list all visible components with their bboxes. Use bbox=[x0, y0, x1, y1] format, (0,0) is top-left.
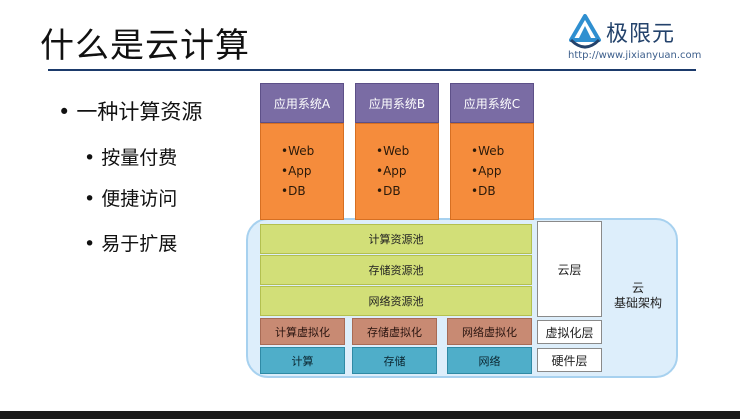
cloud-infrastructure-label: 云 基础架构 bbox=[608, 281, 668, 311]
network-hardware: 网络 bbox=[447, 347, 532, 374]
bullet-dot: • bbox=[58, 100, 71, 124]
storage-hardware: 存储 bbox=[352, 347, 437, 374]
title-divider bbox=[48, 69, 696, 71]
app-component: •DB bbox=[281, 184, 306, 198]
network-resource-pool: 网络资源池 bbox=[260, 286, 532, 316]
app-component: •DB bbox=[471, 184, 496, 198]
storage-resource-pool: 存储资源池 bbox=[260, 255, 532, 285]
infra-label-line: 基础架构 bbox=[613, 296, 662, 310]
infra-label-line: 云 bbox=[631, 281, 644, 295]
virtualization-layer-label: 虚拟化层 bbox=[537, 320, 602, 344]
app-body: •Web •App •DB bbox=[260, 123, 344, 220]
app-body: •Web •App •DB bbox=[450, 123, 534, 220]
app-component: •Web bbox=[376, 144, 410, 158]
bullet-item: •一种计算资源 bbox=[58, 96, 202, 126]
logo-name: 极限元 bbox=[606, 22, 676, 47]
footer-bar bbox=[0, 411, 740, 419]
app-component: •DB bbox=[376, 184, 401, 198]
compute-resource-pool: 计算资源池 bbox=[260, 224, 532, 254]
app-header: 应用系统A bbox=[260, 83, 344, 123]
app-component: •App bbox=[376, 164, 407, 178]
compute-virtualization: 计算虚拟化 bbox=[260, 318, 345, 345]
sub-bullet-item: •按量付费 bbox=[84, 143, 177, 170]
app-component: •App bbox=[471, 164, 502, 178]
storage-virtualization: 存储虚拟化 bbox=[352, 318, 437, 345]
cloud-layer-label: 云层 bbox=[537, 221, 602, 317]
app-component: •Web bbox=[281, 144, 315, 158]
hardware-layer-label: 硬件层 bbox=[537, 348, 602, 372]
sub-bullet-item: •易于扩展 bbox=[84, 229, 177, 256]
network-virtualization: 网络虚拟化 bbox=[447, 318, 532, 345]
app-component: •Web bbox=[471, 144, 505, 158]
bullet-dot: • bbox=[84, 233, 96, 255]
app-system-b: 应用系统B •Web •App •DB bbox=[355, 83, 439, 220]
app-header: 应用系统C bbox=[450, 83, 534, 123]
app-header: 应用系统B bbox=[355, 83, 439, 123]
bullet-text: 易于扩展 bbox=[101, 233, 178, 255]
bullet-dot: • bbox=[84, 188, 96, 210]
compute-hardware: 计算 bbox=[260, 347, 345, 374]
slide-title: 什么是云计算 bbox=[40, 26, 250, 66]
app-body: •Web •App •DB bbox=[355, 123, 439, 220]
company-logo: 极限元 http://www.jixianyuan.com bbox=[568, 12, 702, 62]
logo-mark-icon bbox=[569, 14, 601, 49]
bullet-text: 按量付费 bbox=[101, 147, 178, 169]
app-component: •App bbox=[281, 164, 312, 178]
bullet-text: 便捷访问 bbox=[101, 188, 178, 210]
bullet-dot: • bbox=[84, 147, 96, 169]
bullet-text: 一种计算资源 bbox=[76, 100, 203, 124]
sub-bullet-item: •便捷访问 bbox=[84, 184, 177, 211]
app-system-c: 应用系统C •Web •App •DB bbox=[450, 83, 534, 220]
logo-url: http://www.jixianyuan.com bbox=[568, 50, 702, 61]
app-system-a: 应用系统A •Web •App •DB bbox=[260, 83, 344, 220]
